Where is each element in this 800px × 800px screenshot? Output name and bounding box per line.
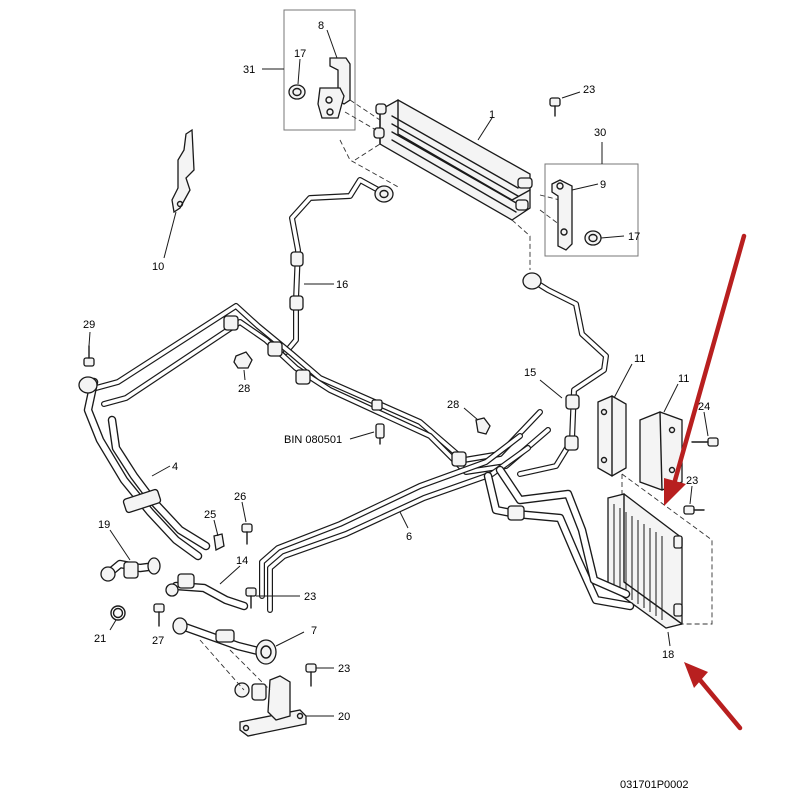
bracket-9 [551,179,599,251]
bolt-27 [153,603,165,627]
callout-29: 29 [83,319,95,331]
bush-17-lower [584,230,625,246]
callout-6: 6 [406,531,412,543]
callout-8: 8 [318,20,324,32]
callout-20: 20 [338,711,350,723]
callout-11-left: 11 [634,353,645,365]
bolt-23-a [245,587,300,609]
callout-23-right: 23 [686,475,698,487]
callout-27: 27 [152,635,164,647]
o-ring-21 [110,605,126,621]
bin-note: BIN 080501 [284,434,342,446]
callout-14: 14 [236,555,248,567]
group-box-31 [262,9,356,131]
connector-14 [165,573,249,611]
callout-18: 18 [662,649,674,661]
alignment-lines [339,99,561,270]
callout-31: 31 [243,64,255,76]
callout-24: 24 [698,401,710,413]
callout-21: 21 [94,633,106,645]
bush-17-upper [288,84,306,100]
hose-4 [78,376,211,561]
bracket-11-right [639,411,683,491]
bolt-23-right [683,505,705,515]
bracket-10 [163,128,195,259]
callout-15: 15 [524,367,536,379]
bracket-20 [199,639,307,737]
bolt-23-b [305,663,334,687]
bracket-11-left [597,395,627,477]
callout-10: 10 [152,261,164,273]
callout-19: 19 [98,519,110,531]
highlight-arrow-upper [664,233,747,506]
bracket-8 [317,57,351,119]
bolt-23-upper [549,97,561,117]
hose-to-cooler-18 [483,465,635,611]
callout-16: 16 [336,279,348,291]
connector-7 [172,617,277,665]
callout-30: 30 [594,127,606,139]
group-box-30 [544,142,639,257]
callout-4: 4 [172,461,178,473]
highlight-arrow-lower [684,662,743,731]
callout-23-mid: 23 [304,591,316,603]
callout-7: 7 [311,625,317,637]
bolt-24 [691,437,719,447]
bolt-29 [83,345,95,367]
oil-cooler-1 [373,99,533,221]
nut-28-right [475,417,491,435]
bolt-26 [241,523,253,545]
bin-note-pin [375,423,385,445]
callout-26: 26 [234,491,246,503]
callout-17-upper: 17 [294,48,306,60]
connector-19 [100,557,161,582]
callout-9: 9 [600,179,606,191]
callout-labels: 1 4 6 7 8 9 10 11 11 14 15 16 17 17 18 1… [83,20,710,791]
callout-25: 25 [204,509,216,521]
bolt-25 [213,533,225,551]
callout-1: 1 [489,109,495,121]
callout-17-lower: 17 [628,231,640,243]
callout-23-top: 23 [583,84,595,96]
callout-28-right: 28 [447,399,459,411]
nut-28-left [233,351,253,369]
callout-11-right: 11 [678,373,689,385]
pipe-16 [283,177,394,355]
pipe-6 [93,303,551,613]
pipe-15 [517,272,609,477]
callout-23-low: 23 [338,663,350,675]
drawing-reference: 031701P0002 [620,779,689,791]
callout-28-left: 28 [238,383,250,395]
